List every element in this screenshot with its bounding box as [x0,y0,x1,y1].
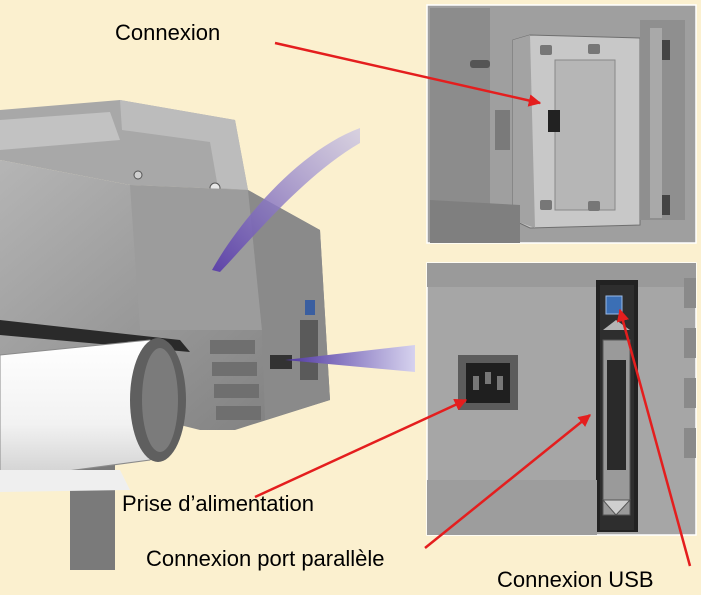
pointer-prise [254,398,468,499]
label-connexion-port-parallele: Connexion port parallèle [146,546,385,571]
pointer-parallele [424,414,591,549]
expansion-card-panel [426,4,697,244]
label-connexion: Connexion [115,20,221,45]
power-socket [458,355,518,410]
label-prise-alimentation: Prise d’alimentation [122,491,314,516]
callout-beam-bottom [285,345,415,372]
pointer-usb [616,308,692,567]
rear-connectors-panel [426,262,697,536]
pointer-connexion [274,41,542,107]
callout-beam-top [212,128,360,272]
label-connexion-usb: Connexion USB [497,567,654,592]
